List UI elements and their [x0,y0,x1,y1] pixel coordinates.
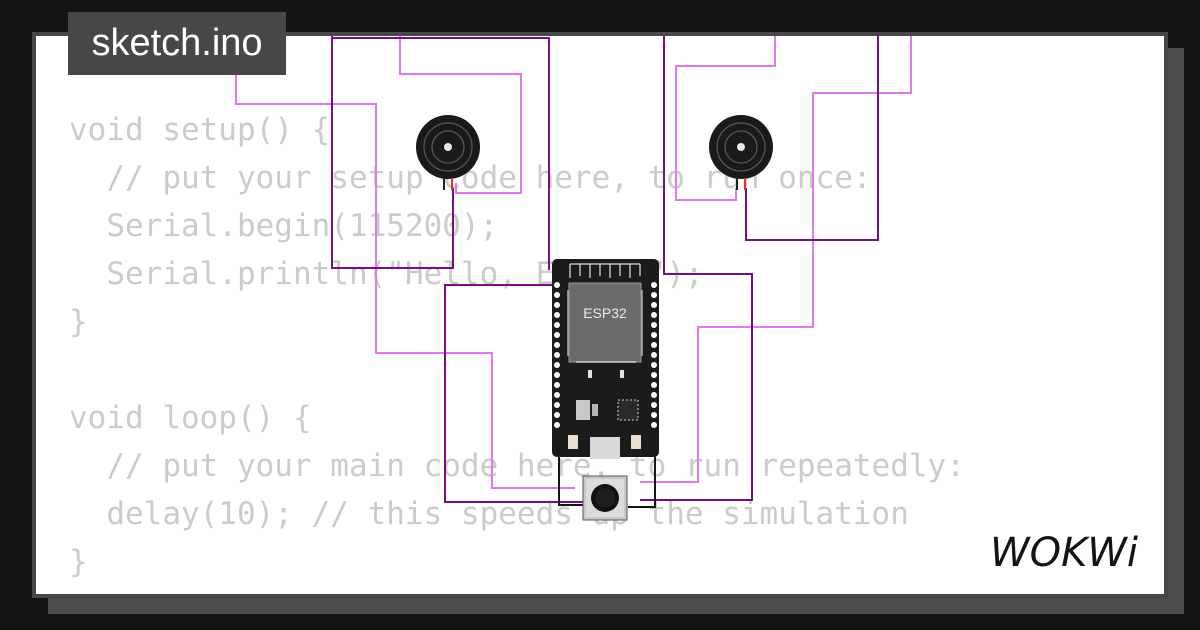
code-line: void setup() { [69,112,331,148]
wire [235,36,575,489]
wire [640,36,753,501]
wire [558,450,585,506]
wire [399,36,522,194]
wokwi-logo: WOKWi [990,530,1138,574]
code-line: // put your main code here, to run repea… [69,448,965,484]
wire [331,38,454,269]
wire [640,36,912,483]
code-line: delay(10); // this speeds up the simulat… [69,496,909,532]
wire [745,36,879,241]
board-label: ESP32 [583,305,627,321]
buzzer-right[interactable] [709,115,773,190]
code-line: // put your setup code here, to run once… [69,160,872,196]
brand-text: WOKWi [990,530,1138,574]
wire [675,36,776,201]
code-line: Serial.begin(115200); [69,208,499,244]
esp32-board[interactable]: ESP32 [552,259,659,459]
code-line: } [69,304,88,340]
code-line: void loop() { [69,400,312,436]
wire [628,450,656,508]
buzzer-left[interactable] [416,115,480,190]
filename-tab[interactable]: sketch.ino [68,12,286,75]
wire [331,36,550,270]
wire [444,284,585,503]
pushbutton[interactable] [582,475,628,521]
code-line: } [69,544,88,580]
